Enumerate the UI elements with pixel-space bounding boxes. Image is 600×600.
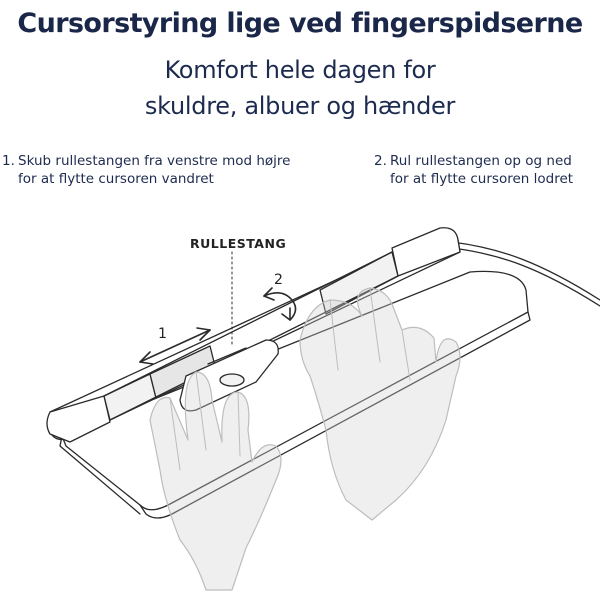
arrow-1-label: 1 <box>158 326 167 342</box>
right-hand <box>299 287 461 521</box>
left-hand <box>149 371 282 591</box>
arrow-2-head-top <box>263 287 275 301</box>
instruction-step-2: 2.Rul rullestangen op og ned for at flyt… <box>374 152 573 188</box>
step-2-number: 2. <box>374 153 387 169</box>
left-end-cap <box>46 395 111 443</box>
scroll-wheel <box>219 373 245 387</box>
arrow-1-head-right <box>196 327 211 341</box>
step-1-number: 1. <box>2 153 15 169</box>
button-divider <box>207 347 247 365</box>
step-1-line-2: for at flytte cursoren vandret <box>18 171 214 187</box>
arrow-1-shaft <box>139 329 211 363</box>
subtitle-line-2: skuldre, albuer og hænder <box>144 92 456 120</box>
base-front <box>139 311 531 519</box>
step-2-line-2: for at flytte cursoren lodret <box>390 171 574 187</box>
instruction-step-1: 1.Skub rullestangen fra venstre mod højr… <box>2 152 290 188</box>
left-hand-finger-lines <box>169 371 241 471</box>
right-hand-finger-lines <box>329 287 411 381</box>
roller-groove <box>103 251 393 397</box>
step-1-line-1: Skub rullestangen fra venstre mod højre <box>18 153 291 169</box>
arrow-1-head-left <box>139 351 154 365</box>
subtitle-line-1: Komfort hele dagen for <box>164 56 436 84</box>
arrow-2-label: 2 <box>274 272 283 288</box>
right-end-cap <box>391 227 461 277</box>
page-title: Cursorstyring lige ved fingerspidserne <box>17 8 583 39</box>
cable-2 <box>451 247 600 307</box>
arrow-2-head-bottom <box>281 307 291 321</box>
step-2-line-1: Rul rullestangen op og ned <box>390 153 572 169</box>
cable <box>451 241 600 301</box>
arrow-2-curve <box>263 292 297 321</box>
rollerbar-callout-label: RULLESTANG <box>190 236 287 251</box>
